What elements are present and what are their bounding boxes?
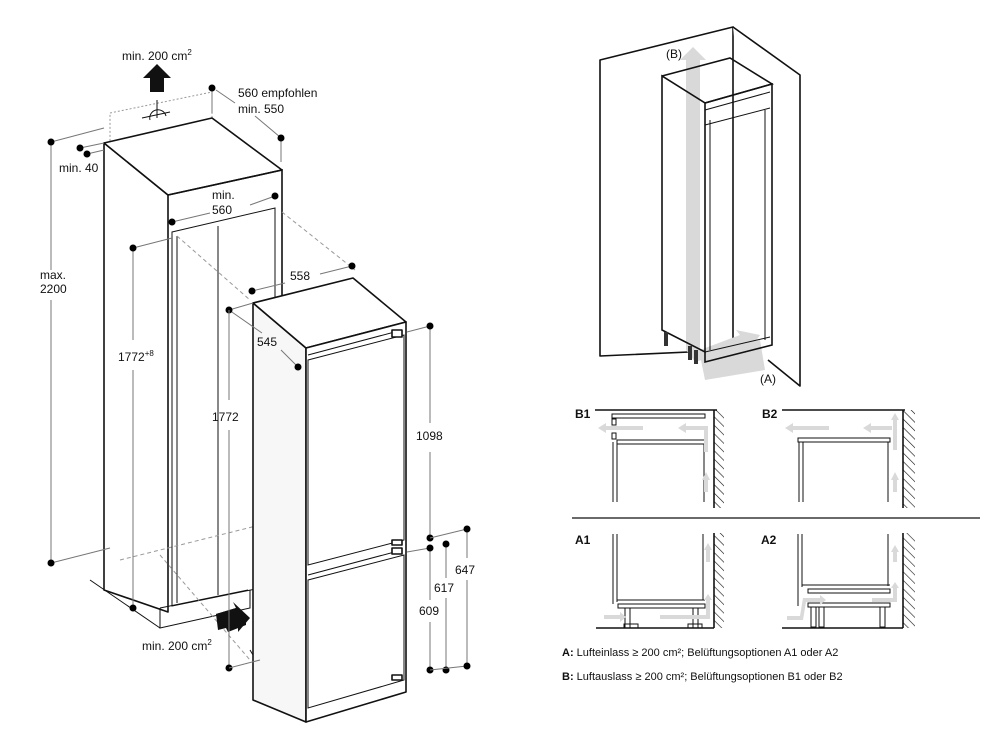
note-text: Lufteinlass ≥ 200 cm²; Belüftungsoptione… [573,647,839,659]
outlet-label: (B) [666,47,682,61]
appliance-depth-label: 545 [257,335,277,349]
hinge-icon [391,674,403,681]
top-vent-label: min. 200 cm2 [122,48,192,63]
note-text: Luftauslass ≥ 200 cm²; Belüftungsoptione… [573,671,843,683]
upper-door-height-label: 1098 [416,429,443,443]
depth-recommended-label: 560 empfohlen [238,86,317,100]
option-b2-label: B2 [762,407,778,421]
niche-cabinet [89,91,356,701]
option-b2-diagram [782,409,915,508]
lower-door-617-label: 617 [434,581,454,595]
note-key: B: [562,671,574,683]
airflow-drawing [599,26,801,387]
option-a2-diagram [782,533,915,629]
air-outlet-arrow-icon [143,64,171,92]
vent-symbol [141,100,171,121]
niche-width-label-2: 560 [212,203,232,217]
option-a1-label: A1 [575,533,591,547]
hinge-icon [391,547,403,555]
inlet-label: (A) [760,372,776,386]
option-a2-label: A2 [761,533,777,547]
depth-min-label: min. 550 [238,102,284,116]
side-gap-label: min. 40 [59,161,99,175]
appliance-height-label: 1772 [212,410,239,424]
appliance-width-label: 558 [290,269,310,283]
hinge-icon [391,329,403,338]
lower-door-609-label: 609 [419,604,439,618]
max-height-label-1: max. [40,268,66,282]
airflow-path [680,47,760,362]
niche-width-label-1: min. [212,188,235,202]
note-key: A: [562,647,574,659]
dimension-lines [47,84,471,674]
option-b1-diagram [572,409,980,519]
niche-height-label: 1772+8 [118,349,154,364]
air-inlet-arrow-shape [216,602,250,632]
option-a1-diagram [596,533,724,629]
note-air-outlet: B: Luftauslass ≥ 200 cm²; Belüftungsopti… [562,671,843,683]
max-height-label-2: 2200 [40,282,67,296]
fridge-appliance [252,277,407,723]
lower-door-647-label: 647 [455,563,475,577]
hinge-icon [391,539,403,546]
option-b1-label: B1 [575,407,591,421]
note-air-inlet: A: Lufteinlass ≥ 200 cm²; Belüftungsopti… [562,647,838,659]
bottom-vent-label: min. 200 cm2 [142,638,212,653]
